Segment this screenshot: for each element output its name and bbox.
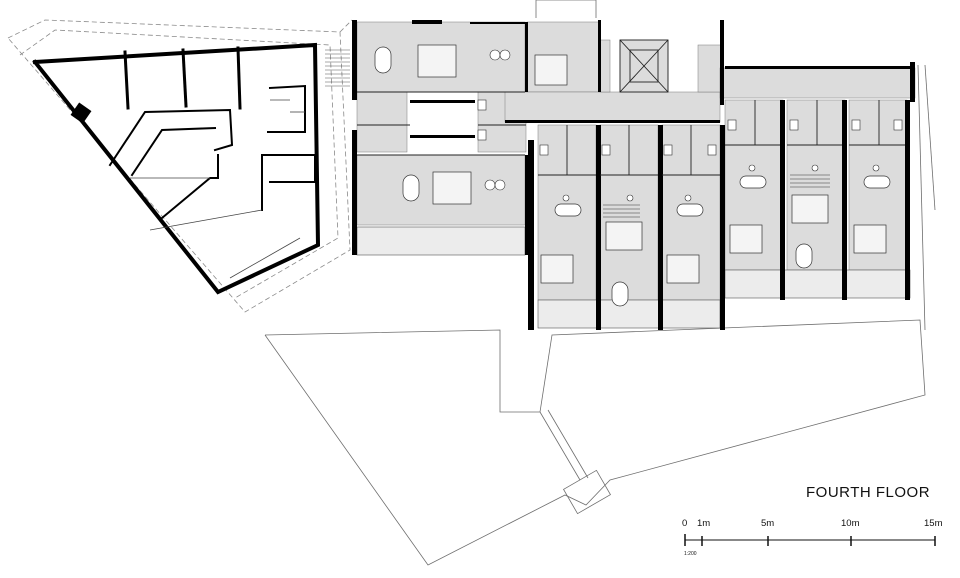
balconies bbox=[356, 226, 911, 329]
bathtubs bbox=[374, 46, 891, 307]
scale-label-10m: 10m bbox=[841, 518, 860, 529]
east-wing-walls bbox=[352, 20, 915, 330]
scale-label-0: 0 bbox=[682, 518, 688, 529]
internal-stairs bbox=[603, 174, 830, 218]
dashed-outline bbox=[7, 19, 353, 313]
scale-bar bbox=[684, 534, 936, 546]
east-wing-partitions bbox=[357, 39, 905, 176]
west-building-walls bbox=[32, 42, 321, 295]
site-boundary bbox=[264, 0, 936, 566]
fixtures bbox=[477, 49, 903, 202]
beds bbox=[417, 44, 887, 284]
scale-label-15m: 15m bbox=[924, 518, 943, 529]
west-building-inner bbox=[130, 99, 305, 279]
stair bbox=[325, 49, 350, 87]
scale-ratio: 1:200 bbox=[684, 551, 697, 557]
drawing-title: FOURTH FLOOR bbox=[806, 484, 931, 501]
scale-label-5m: 5m bbox=[761, 518, 775, 529]
scale-label-1m: 1m bbox=[697, 518, 711, 529]
